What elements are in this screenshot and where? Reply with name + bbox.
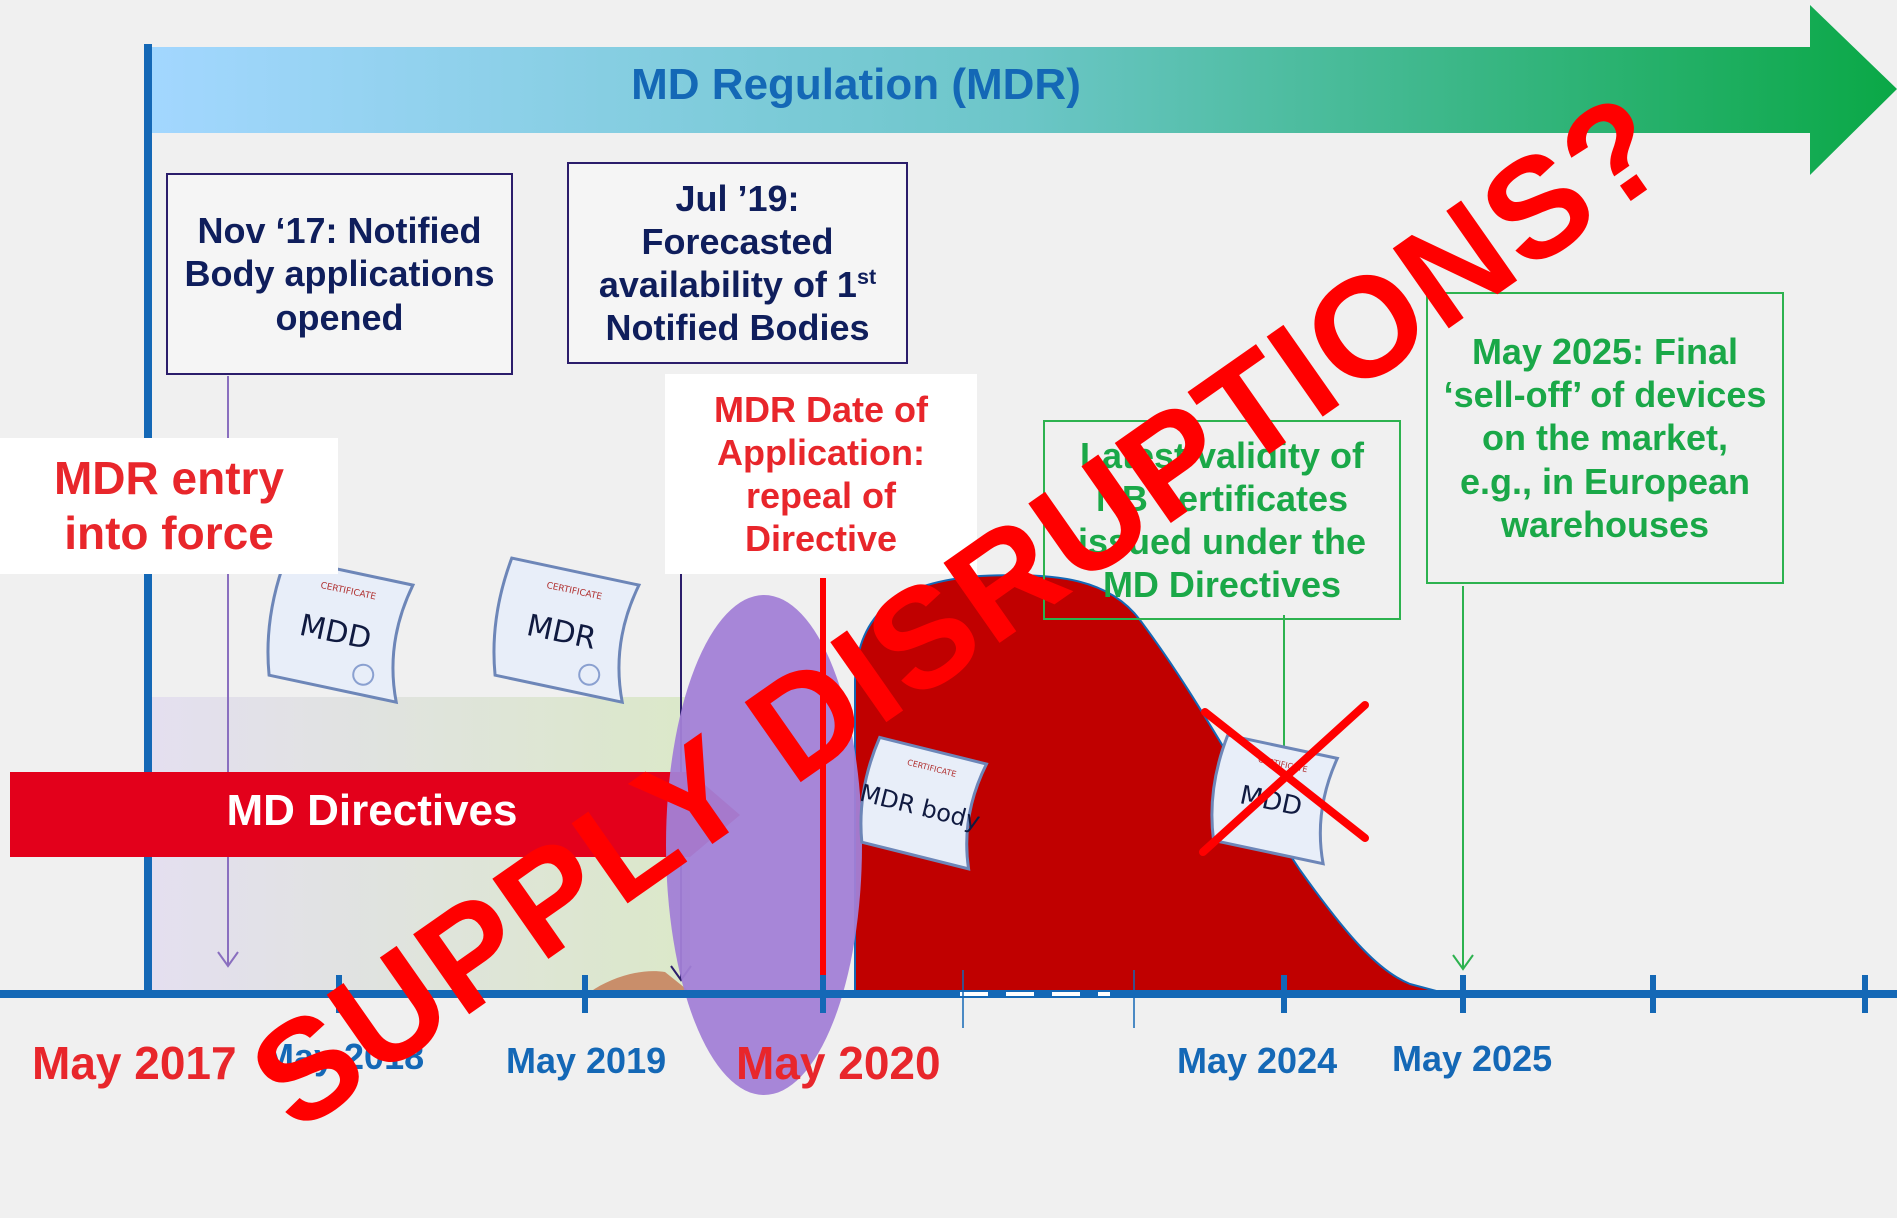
certificate-mdr-1: CERTIFICATE MDR bbox=[492, 556, 642, 705]
axis-break bbox=[960, 990, 1110, 998]
jul19-line4: Notified Bodies bbox=[605, 307, 870, 349]
certificate-mdr-body: CERTIFICATE MDR body bbox=[857, 735, 989, 871]
axis-label-may2024: May 2024 bbox=[1177, 1040, 1338, 1081]
tick-may2019 bbox=[582, 975, 588, 1013]
tick-may2026 bbox=[1650, 975, 1656, 1013]
selloff-text: May 2025: Final ‘sell-off’ of devices on… bbox=[1443, 331, 1767, 545]
mdr-arrow bbox=[146, 5, 1897, 175]
tick-may2025 bbox=[1460, 975, 1466, 1013]
tick-may2024 bbox=[1281, 975, 1287, 1013]
axis-label-may2017: May 2017 bbox=[32, 1037, 237, 1089]
application-text: MDR Date of Application: repeal of Direc… bbox=[714, 388, 928, 560]
mdr-entry-line1: MDR entry bbox=[53, 451, 285, 504]
jul19-box: Jul ’19: Forecasted availability of 1st … bbox=[567, 162, 908, 364]
transition-curve bbox=[854, 574, 1441, 993]
time-axis bbox=[0, 990, 1897, 998]
axis-label-may2019: May 2019 bbox=[506, 1040, 667, 1081]
mdr-entry-box: MDR entry into force bbox=[0, 438, 338, 574]
selloff-box: May 2025: Final ‘sell-off’ of devices on… bbox=[1426, 292, 1784, 584]
directives-arrow bbox=[10, 772, 740, 857]
axis-label-may2020: May 2020 bbox=[736, 1037, 941, 1089]
jul19-line2: Forecasted bbox=[641, 220, 834, 262]
may2025-arrowhead bbox=[1452, 954, 1474, 971]
nov17-box: Nov ‘17: Notified Body applications open… bbox=[166, 173, 513, 375]
nov17-arrowhead bbox=[217, 951, 239, 968]
jul19-line3-wrap: availability of 1st bbox=[599, 263, 876, 306]
may2020-line bbox=[820, 578, 826, 993]
mdr-entry-line2: into force bbox=[64, 507, 274, 559]
validity-text: Latest validity of NB certificates issue… bbox=[1077, 434, 1367, 606]
validity-box: Latest validity of NB certificates issue… bbox=[1043, 420, 1401, 620]
tick-may2020 bbox=[820, 975, 826, 1013]
axis-label-may2025: May 2025 bbox=[1392, 1038, 1553, 1079]
jul19-sup: st bbox=[856, 264, 877, 289]
tick-may2018 bbox=[336, 975, 342, 1013]
mdr-bar-label: MD Regulation (MDR) bbox=[631, 60, 1081, 109]
certificate-mdd-1: CERTIFICATE MDD bbox=[266, 556, 416, 705]
application-box: MDR Date of Application: repeal of Direc… bbox=[665, 374, 977, 574]
mdr-timeline-diagram: CERTIFICATE MDD CERTIFICATE MDR CERTIFIC… bbox=[0, 5, 1897, 1161]
small-curve bbox=[590, 971, 690, 992]
jul19-line3: availability of 1 bbox=[598, 264, 857, 305]
cross-out-mark bbox=[1199, 701, 1369, 856]
jul19-line1: Jul ’19: bbox=[675, 177, 800, 219]
tick-may2027 bbox=[1862, 975, 1868, 1013]
axis-ticks bbox=[336, 975, 1868, 1013]
transition-ellipse bbox=[666, 595, 862, 1095]
nov17-text: Nov ‘17: Notified Body applications open… bbox=[184, 210, 495, 338]
timeline-graphics: CERTIFICATE MDD CERTIFICATE MDR CERTIFIC… bbox=[0, 5, 1897, 1095]
axis-label-may2018: May 2018 bbox=[264, 1036, 425, 1077]
directives-bar-label: MD Directives bbox=[226, 786, 518, 835]
